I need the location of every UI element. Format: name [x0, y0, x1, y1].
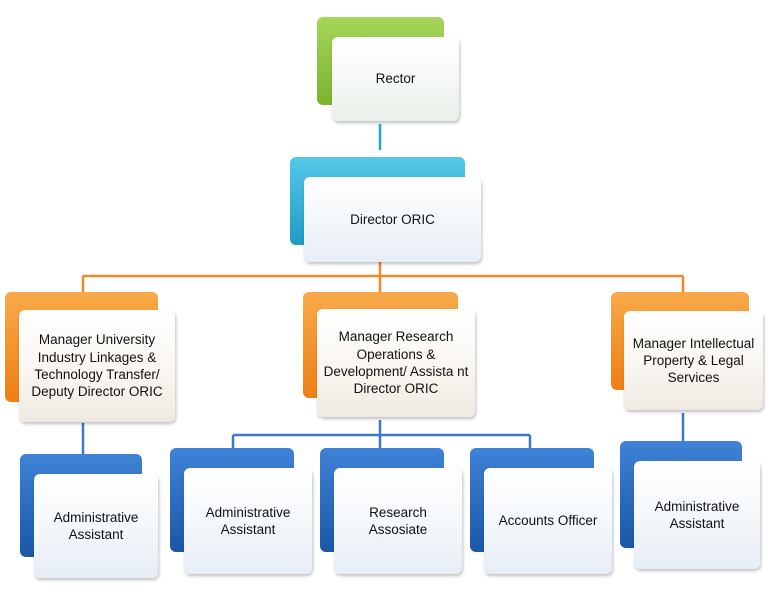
staff-label-4: Accounts Officer	[484, 468, 612, 574]
director-label: Director ORIC	[304, 177, 481, 262]
staff-label-3: Research Assosiate	[334, 468, 462, 574]
rector-label: Rector	[332, 37, 459, 121]
staff-label-1: Administrative Assistant	[34, 474, 158, 578]
manager-label-3: Manager Intellectual Property & Legal Se…	[624, 311, 763, 410]
staff-box-4: Accounts Officer	[470, 448, 612, 576]
manager-label-2: Manager Research Operations & Developmen…	[317, 309, 475, 417]
manager-box-1: Manager University Industry Linkages & T…	[5, 292, 175, 425]
manager-box-2: Manager Research Operations & Developmen…	[303, 292, 475, 420]
staff-box-1: Administrative Assistant	[20, 454, 158, 581]
staff-box-5: Administrative Assistant	[620, 441, 760, 572]
director-box: Director ORIC	[290, 157, 482, 265]
manager-box-3: Manager Intellectual Property & Legal Se…	[611, 292, 763, 413]
rector-box: Rector	[317, 17, 461, 125]
manager-label-1: Manager University Industry Linkages & T…	[19, 310, 175, 422]
staff-box-2: Administrative Assistant	[170, 448, 312, 576]
staff-box-3: Research Assosiate	[320, 448, 462, 576]
staff-label-5: Administrative Assistant	[634, 461, 760, 569]
staff-label-2: Administrative Assistant	[184, 468, 312, 574]
